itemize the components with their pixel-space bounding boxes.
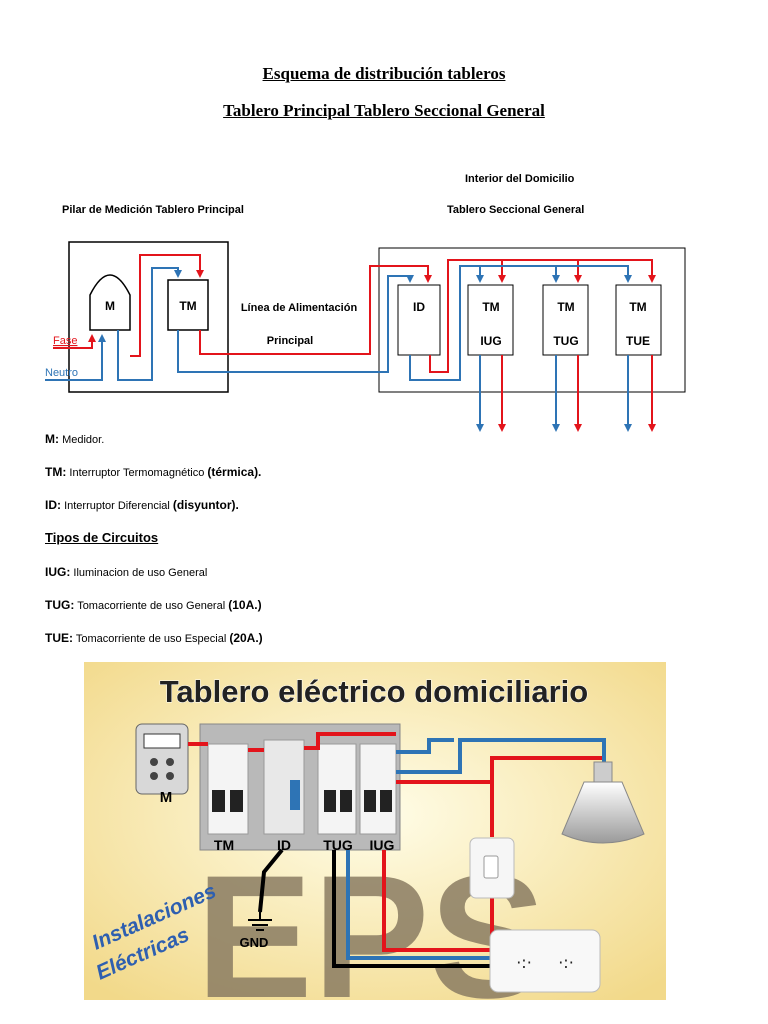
circuit-type-text: Iluminacion de uso General: [73, 567, 208, 579]
circuit-type-key: TUE:: [45, 631, 73, 645]
circuit-type-key: TUG:: [45, 598, 75, 612]
left-caption: Pilar de Medición Tablero Principal: [62, 204, 244, 216]
main-breaker-box: [167, 279, 209, 331]
tm-breaker: [207, 743, 249, 835]
iug-breaker: [359, 743, 397, 835]
circuit-type-item: IUG: Iluminacion de uso General: [45, 565, 207, 579]
lamp-icon: [561, 761, 645, 844]
legend-key: M:: [45, 432, 59, 446]
neutral-label: Neutro: [45, 367, 78, 379]
wiring-diagram: Pilar de Medición Tablero Principal Inte…: [45, 173, 686, 432]
breaker-label: TUG: [323, 837, 353, 853]
legend-item: M: Medidor.: [45, 432, 104, 446]
legend-item: ID: Interruptor Diferencial (disyuntor).: [45, 498, 239, 512]
circuit-top-label: TM: [629, 300, 646, 314]
circuit-box-tue: [615, 284, 662, 356]
main-breaker-label: TM: [179, 299, 196, 313]
legend-text: Interruptor Termomagnético: [69, 467, 208, 479]
circuit-types-title: Tipos de Circuitos: [45, 530, 159, 545]
feed-line-label-1: Línea de Alimentación: [241, 302, 358, 314]
right-caption-bottom: Tablero Seccional General: [447, 204, 584, 216]
id-label: ID: [413, 300, 425, 314]
right-caption-top: Interior del Domicilio: [465, 173, 575, 185]
circuit-type-item: TUG: Tomacorriente de uso General (10A.): [45, 598, 262, 612]
ground-icon: [248, 912, 272, 931]
phase-label: Fase: [53, 335, 77, 347]
page-subtitle: Tablero Principal Tablero Seccional Gene…: [223, 101, 545, 120]
legend-bold-suffix: (térmica).: [207, 465, 262, 479]
sectional-panel-box: [378, 247, 686, 393]
legend-key: ID:: [45, 498, 61, 512]
phase-wires: [53, 254, 656, 432]
meter-symbol: [89, 274, 131, 331]
circuit-type-bold-suffix: (10A.): [228, 598, 262, 612]
legend-key: TM:: [45, 465, 67, 479]
feed-line-label-2: Principal: [267, 335, 313, 347]
circuit-bottom-label: IUG: [480, 334, 501, 348]
legend-text: Interruptor Diferencial: [64, 500, 173, 512]
main-panel-box: [68, 241, 229, 393]
breaker-label: TM: [214, 837, 234, 853]
neutral-wires: [45, 265, 632, 432]
circuit-type-text: Tomacorriente de uso Especial: [75, 633, 230, 645]
breaker-label: IUG: [370, 837, 395, 853]
legend-bold-suffix: (disyuntor).: [172, 498, 239, 512]
illustration-title: Tablero eléctrico domiciliario: [160, 674, 588, 709]
gnd-label: GND: [240, 935, 269, 950]
circuit-type-bold-suffix: (20A.): [229, 631, 263, 645]
circuit-box-iug: [467, 284, 514, 356]
meter-device-label: M: [160, 789, 173, 806]
circuit-box-tug: [542, 284, 589, 356]
circuit-bottom-label: TUE: [626, 334, 650, 348]
circuit-top-label: TM: [482, 300, 499, 314]
panel-illustration: EPS Tablero eléctrico domiciliario TM ID…: [84, 662, 666, 1000]
svg-text:·:·: ·:·: [558, 953, 574, 972]
circuit-type-key: IUG:: [45, 565, 71, 579]
circuit-type-item: TUE: Tomacorriente de uso Especial (20A.…: [45, 631, 263, 645]
circuit-top-label: TM: [557, 300, 574, 314]
legend-item: TM: Interruptor Termomagnético (térmica)…: [45, 465, 261, 479]
circuit-bottom-label: TUG: [553, 334, 578, 348]
legend-text: Medidor.: [62, 434, 105, 446]
page-title: Esquema de distribución tableros: [262, 64, 506, 83]
tug-breaker: [317, 743, 357, 835]
id-box: [397, 284, 441, 356]
meter-label: M: [105, 299, 115, 313]
power-outlet: [489, 929, 601, 993]
circuit-type-text: Tomacorriente de uso General: [77, 600, 229, 612]
svg-text:·:·: ·:·: [516, 953, 532, 972]
